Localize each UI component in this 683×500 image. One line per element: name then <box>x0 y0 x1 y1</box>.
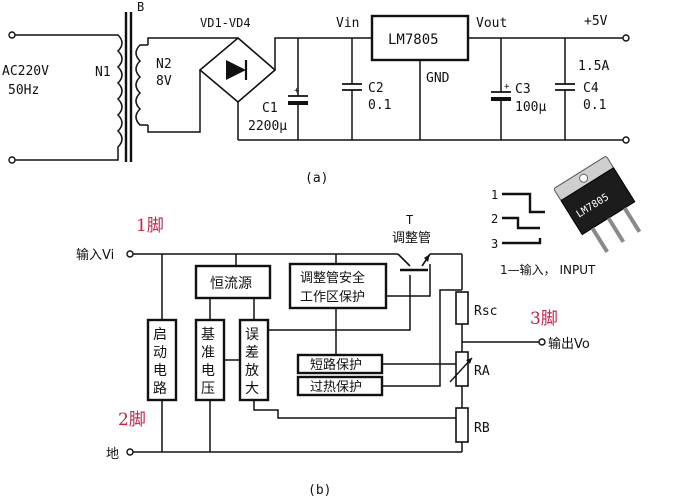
capacitor-c4 <box>555 38 575 140</box>
package-body: LM7805 <box>553 156 642 254</box>
c3-label: C3 <box>515 82 531 97</box>
secondary-top-wire <box>147 37 238 45</box>
capacitor-c2 <box>342 38 362 140</box>
circuit-b: 1脚 2脚 3脚 输入Vi 地 输出Vo 恒流源 启 动 电 路 基 准 电 压 <box>76 213 590 498</box>
bridge-rectifier <box>198 36 277 104</box>
c1-value-label: 2200μ <box>248 119 287 134</box>
svg-text:+: + <box>504 82 510 92</box>
ref-char-2: 准 <box>201 345 215 361</box>
c2-value-label: 0.1 <box>368 98 391 113</box>
pin2-label: 2脚 <box>118 410 146 430</box>
ac-terminal-bottom <box>8 156 16 164</box>
overheat-sense-wire <box>382 289 462 387</box>
short-circuit-label: 短路保护 <box>310 357 362 373</box>
output-vo-label: 输出Vo <box>548 336 590 352</box>
ref-char-4: 压 <box>201 381 215 397</box>
err-char-4: 大 <box>245 381 259 397</box>
output-voltage-label: +5V <box>584 14 608 29</box>
start-char-3: 电 <box>153 363 167 379</box>
n1-label: N1 <box>95 65 111 80</box>
output-current-label: 1.5A <box>578 59 609 74</box>
input-vi-label: 输入Vi <box>76 247 114 263</box>
base-drive-bus <box>268 275 411 331</box>
error-feedback-wire <box>253 400 462 419</box>
pin2-leader <box>502 216 540 230</box>
c1-label: C1 <box>262 101 278 116</box>
secondary-bottom-wire <box>147 70 201 133</box>
c4-value-label: 0.1 <box>583 98 606 113</box>
caption-b: (b) <box>308 483 331 498</box>
pin1-label: 1脚 <box>136 216 164 236</box>
output-terminal <box>538 338 546 346</box>
rb-label: RB <box>474 421 490 436</box>
ra-adjust-arrowhead <box>466 358 472 364</box>
bridge-label: VD1-VD4 <box>200 16 251 30</box>
package-pin-1: 1 <box>491 188 498 202</box>
ac-frequency-label: 50Hz <box>8 83 39 98</box>
safe-operating-area-block <box>288 262 388 310</box>
start-char-4: 路 <box>153 381 167 397</box>
package-pin-note: 1—输入， INPUT <box>500 262 596 277</box>
gnd-label: GND <box>426 71 450 86</box>
svg-text:+: + <box>294 86 300 96</box>
vout-label: Vout <box>476 16 507 31</box>
n2-label: N2 <box>156 57 172 72</box>
ref-char-3: 电 <box>201 363 215 379</box>
c3-value-label: 100μ <box>515 100 546 115</box>
package-pin-3: 3 <box>491 237 498 251</box>
c2-label: C2 <box>368 81 384 96</box>
ground-terminal <box>126 448 134 456</box>
ra-label: RA <box>474 364 490 379</box>
pin1-leader <box>502 192 545 214</box>
package-pin-2: 2 <box>491 212 498 226</box>
circuit-a: AC220V 50Hz N1 B N2 8V VD1-VD4 <box>2 0 630 186</box>
err-char-2: 差 <box>245 345 259 361</box>
start-circuit-block <box>146 318 178 402</box>
n2-voltage-label: 8V <box>156 74 172 89</box>
resistor-rsc <box>455 291 469 325</box>
const-current-block <box>194 264 272 300</box>
regulator-label: LM7805 <box>388 32 439 48</box>
ac-terminal-top <box>8 31 16 39</box>
capacitor-c3: + <box>491 38 511 140</box>
safety-sense-wire <box>386 264 431 297</box>
capacitor-c1: + <box>288 38 308 140</box>
safety-label-line2: 工作区保护 <box>300 290 365 305</box>
ground-label: 地 <box>106 447 119 462</box>
ref-char-1: 基 <box>201 326 215 343</box>
err-char-1: 误 <box>245 327 259 343</box>
ac-voltage-label: AC220V <box>2 64 49 79</box>
transformer-b-label: B <box>137 0 144 14</box>
const-current-label: 恒流源 <box>210 276 252 292</box>
safety-label-line1: 调整管安全 <box>300 270 365 286</box>
transistor-t-label: T <box>406 213 413 227</box>
transformer <box>110 12 148 162</box>
output-positive-terminal <box>622 34 630 42</box>
output-ground-terminal <box>622 136 630 144</box>
err-char-3: 放 <box>245 363 259 379</box>
transistor-name-label: 调整管 <box>392 231 431 246</box>
vin-label: Vin <box>336 16 359 31</box>
pin3-label: 3脚 <box>530 309 558 329</box>
input-terminal <box>126 250 134 258</box>
pass-transistor <box>397 253 431 272</box>
start-char-1: 启 <box>153 327 167 343</box>
pin3-leader <box>502 238 542 245</box>
start-char-2: 动 <box>153 345 167 361</box>
resistor-rb <box>455 407 469 443</box>
caption-a: (a) <box>305 171 328 186</box>
rsc-label: Rsc <box>474 304 497 319</box>
overheat-label: 过热保护 <box>310 380 362 395</box>
c4-label: C4 <box>583 81 599 96</box>
bridge-positive-wire <box>274 37 372 70</box>
lm7805-package: LM7805 1 2 3 1—输入， INPUT <box>491 156 642 277</box>
